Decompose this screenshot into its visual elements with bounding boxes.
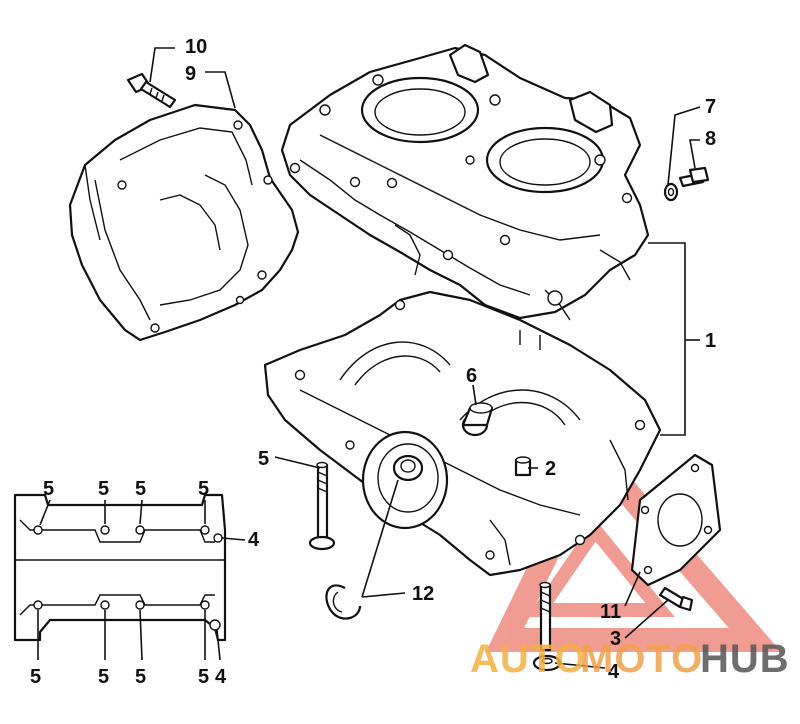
bolt-part-3 [658, 586, 694, 612]
callout-2: 2 [545, 458, 556, 480]
bushing-part-6 [461, 402, 494, 437]
callout-5-inset-a: 5 [43, 478, 54, 500]
callout-5-inset-b: 5 [98, 478, 109, 500]
watermark-text: AUTO MOTO HUB [470, 637, 790, 681]
crankcase-cover-part-9 [68, 103, 300, 342]
oil-seal-boss [361, 430, 449, 530]
callout-7: 7 [705, 96, 716, 118]
callout-5-inset-g: 5 [135, 666, 146, 688]
watermark-moto: MOTO [580, 637, 703, 681]
dowel-part-2 [514, 456, 532, 477]
bolt-part-10 [126, 72, 177, 109]
callout-1: 1 [705, 330, 716, 352]
washer-part-7 [663, 182, 679, 202]
callout-12: 12 [412, 583, 434, 605]
gasket-outline [13, 493, 227, 642]
callout-3: 3 [610, 628, 621, 650]
callout-4-inset-top: 4 [248, 529, 260, 551]
leader-lines [37, 47, 701, 669]
circlip-part-12 [325, 584, 362, 620]
callout-5-stud: 5 [258, 448, 269, 470]
callout-6: 6 [466, 365, 477, 387]
callout-5-inset-c: 5 [135, 478, 146, 500]
callout-4-inset-bottom: 4 [215, 666, 227, 688]
callout-5-inset-h: 5 [198, 666, 209, 688]
watermark-hub: HUB [700, 637, 790, 681]
callout-5-inset-d: 5 [198, 478, 209, 500]
callout-5-inset-f: 5 [98, 666, 109, 688]
lower-crankcase [263, 290, 662, 577]
stud-part-3 [539, 581, 552, 652]
upper-crankcase [280, 43, 650, 321]
watermark-auto: AUTO [470, 637, 587, 681]
callout-9: 9 [185, 63, 196, 85]
bolt-part-8 [678, 166, 710, 188]
callout-4-nut: 4 [608, 661, 620, 683]
callout-11: 11 [600, 601, 621, 623]
callout-8: 8 [705, 128, 716, 150]
callout-5-inset-e: 5 [30, 666, 41, 688]
nut-part-4 [532, 654, 562, 672]
cover-plate-part-11 [630, 453, 722, 587]
stud-part-5 [308, 461, 336, 551]
callout-labels: 10 9 7 8 1 6 2 5 12 11 3 4 5 5 5 5 4 5 5… [30, 36, 716, 688]
callout-10: 10 [185, 36, 207, 58]
